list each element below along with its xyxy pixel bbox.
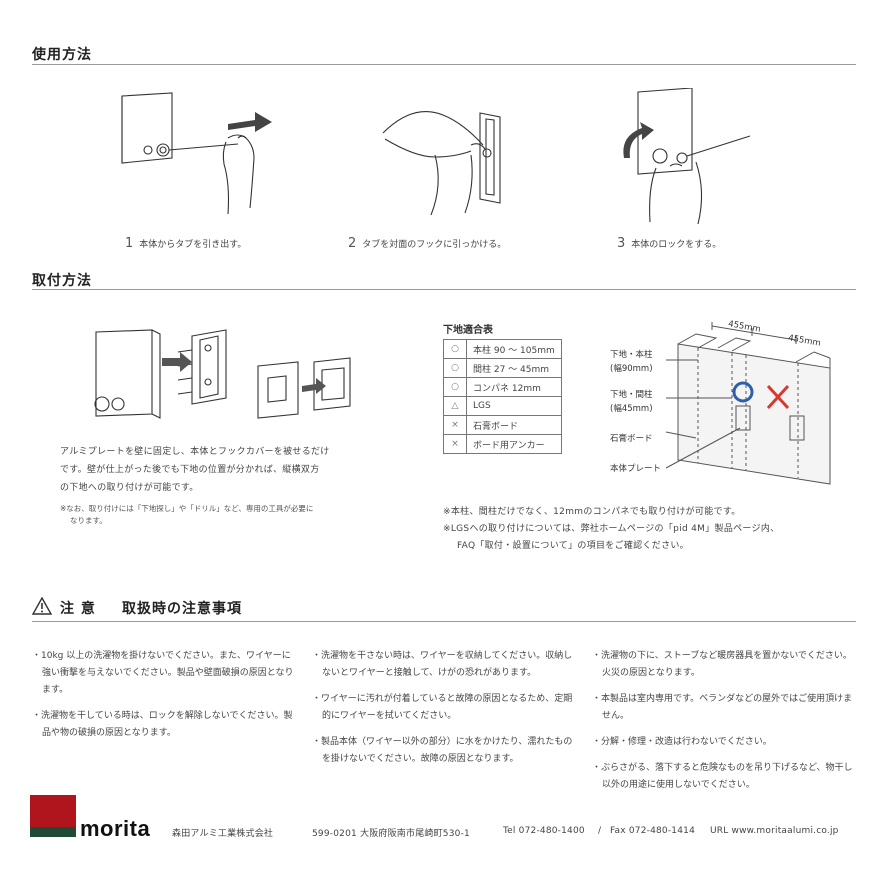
table-row: ×石膏ボード xyxy=(443,415,562,435)
table-row: ×ボード用アンカー xyxy=(443,434,562,454)
usage-step-2: 2 タブを対面のフックに引っかける。 xyxy=(348,236,506,251)
usage-step-1: 1 本体からタブを引き出す。 xyxy=(125,236,246,251)
label-plate: 本体プレート xyxy=(610,464,662,474)
install-description-line: アルミプレートを壁に固定し、本体とフックカバーを被せるだけ xyxy=(60,447,330,457)
table-row: ○間柱 27 ～ 45mm xyxy=(443,358,562,378)
install-tool-note: ※なお、取り付けには「下地探し」や「ドリル」など、専用の工具が必要に なります。 xyxy=(60,503,390,527)
install-arrow-icon xyxy=(162,352,192,372)
warning-triangle-icon xyxy=(32,597,52,615)
caution-item: ・10kg 以上の洗濯物を掛けないでください。また、ワイヤーに強い衝撃を与えない… xyxy=(32,651,294,695)
compat-mark: × xyxy=(443,415,467,435)
usage-section-title: 使用方法 xyxy=(32,47,92,63)
cover-arrow-icon xyxy=(302,378,326,394)
install-description: アルミプレートを壁に固定し、本体とフックカバーを被せるだけ です。壁が仕上がった… xyxy=(60,443,390,497)
install-note-line: FAQ「取付・設置について」の項目をご確認ください。 xyxy=(457,541,689,551)
table-row: ○コンパネ 12mm xyxy=(443,377,562,397)
step3-illustration xyxy=(623,88,751,225)
install-notes: ※本柱、間柱だけでなく、12mmのコンパネでも取り付けが可能です。 ※LGSへの… xyxy=(443,504,863,555)
step-text: 本体からタブを引き出す。 xyxy=(139,240,247,250)
ng-mark-icon xyxy=(766,384,790,410)
compat-label: コンパネ 12mm xyxy=(466,377,562,397)
footer-url[interactable]: URL www.moritaalumi.co.jp xyxy=(710,826,839,836)
label-main-post-text: 下地・本柱 xyxy=(610,350,653,360)
compat-label: 本柱 90 ～ 105mm xyxy=(466,339,562,359)
rotate-arrow-icon xyxy=(623,122,654,158)
tool-note-line: なります。 xyxy=(70,516,107,525)
label-main-post-width: (幅90mm) xyxy=(610,364,653,374)
logo-red-block xyxy=(30,795,76,827)
caution-item: ・ぶらさがる、落下すると危険なものを吊り下げるなど、物干し以外の用途に使用しない… xyxy=(592,763,853,790)
footer-address: 599-0201 大阪府阪南市尾崎町530-1 xyxy=(312,829,470,839)
footer-company: 森田アルミ工業株式会社 xyxy=(172,829,274,839)
label-stud-text: 下地・間柱 xyxy=(610,390,653,400)
install-note-line: ※LGSへの取り付けについては、弊社ホームページの「pid 4M」製品ページ内、 xyxy=(443,524,780,534)
logo-mark xyxy=(30,795,76,837)
compat-label: 石膏ボード xyxy=(466,415,562,435)
step-number: 2 xyxy=(348,236,357,251)
caution-title: 取扱時の注意事項 xyxy=(122,601,242,617)
compat-mark: △ xyxy=(443,396,467,416)
label-stud-width: (幅45mm) xyxy=(610,404,653,414)
logo-wordmark: morita xyxy=(80,816,151,841)
install-description-line: です。壁が仕上がった後でも下地の位置が分かれば、縦横双方 xyxy=(60,465,320,475)
caution-item: ・洗濯物の下に、ストーブなど暖房器具を置かないでください。火災の原因となります。 xyxy=(592,651,852,678)
label-stud: 下地・間柱 (幅45mm) xyxy=(610,388,653,416)
footer-separator: / xyxy=(598,826,602,836)
usage-divider xyxy=(32,64,856,65)
ok-mark-icon xyxy=(732,381,754,403)
caution-item: ・本製品は室内専用です。ベランダなどの屋外ではご使用頂けません。 xyxy=(592,694,853,721)
caution-label: 注 意 xyxy=(60,601,96,617)
caution-divider xyxy=(32,621,856,622)
compat-mark: ○ xyxy=(443,358,467,378)
install-divider xyxy=(32,289,856,290)
usage-step-3: 3 本体のロックをする。 xyxy=(617,236,721,251)
install-illustration xyxy=(94,329,351,419)
caution-column-1: ・10kg 以上の洗濯物を掛けないでください。また、ワイヤーに強い衝撃を与えない… xyxy=(32,648,294,751)
step-text: タブを対面のフックに引っかける。 xyxy=(362,240,507,250)
pull-arrow-icon xyxy=(228,112,272,132)
footer-tel: Tel 072-480-1400 xyxy=(503,826,585,836)
caution-item: ・洗濯物を干している時は、ロックを解除しないでください。製品や物の破損の原因とな… xyxy=(32,711,293,738)
step-number: 1 xyxy=(125,236,134,251)
step2-illustration xyxy=(382,111,501,216)
compat-table: ○本柱 90 ～ 105mm ○間柱 27 ～ 45mm ○コンパネ 12mm … xyxy=(443,339,562,454)
compat-mark: × xyxy=(443,434,467,454)
compat-table-title: 下地適合表 xyxy=(443,325,493,336)
label-main-post: 下地・本柱 (幅90mm) xyxy=(610,348,653,376)
wall-diagram xyxy=(665,322,831,485)
label-gypsum: 石膏ボード xyxy=(610,434,653,444)
install-section-title: 取付方法 xyxy=(32,273,92,289)
compat-label: LGS xyxy=(466,396,562,416)
logo-green-block xyxy=(30,827,76,837)
caution-column-3: ・洗濯物の下に、ストーブなど暖房器具を置かないでください。火災の原因となります。… xyxy=(592,648,856,803)
install-description-line: の下地への取り付けが可能です。 xyxy=(60,483,199,493)
compat-label: ボード用アンカー xyxy=(466,434,562,454)
step-number: 3 xyxy=(617,236,626,251)
caution-item: ・洗濯物を干さない時は、ワイヤーを収納してください。収納しないとワイヤーと接触し… xyxy=(312,651,573,678)
step-text: 本体のロックをする。 xyxy=(631,240,722,250)
caution-column-2: ・洗濯物を干さない時は、ワイヤーを収納してください。収納しないとワイヤーと接触し… xyxy=(312,648,574,777)
footer-fax: Fax 072-480-1414 xyxy=(610,826,696,836)
caution-item: ・ワイヤーに汚れが付着していると故障の原因となるため、定期的にワイヤーを拭いてく… xyxy=(312,694,573,721)
compat-mark: ○ xyxy=(443,377,467,397)
compat-label: 間柱 27 ～ 45mm xyxy=(466,358,562,378)
step1-illustration xyxy=(121,92,272,215)
tool-note-line: ※なお、取り付けには「下地探し」や「ドリル」など、専用の工具が必要に xyxy=(60,504,314,513)
install-note-line: ※本柱、間柱だけでなく、12mmのコンパネでも取り付けが可能です。 xyxy=(443,507,741,517)
caution-item: ・分解・修理・改造は行わないでください。 xyxy=(592,737,772,747)
compat-mark: ○ xyxy=(443,339,467,359)
table-row: △LGS xyxy=(443,396,562,416)
table-row: ○本柱 90 ～ 105mm xyxy=(443,339,562,359)
caution-item: ・製品本体（ワイヤー以外の部分）に水をかけたり、濡れたものを掛けないでください。… xyxy=(312,737,573,764)
